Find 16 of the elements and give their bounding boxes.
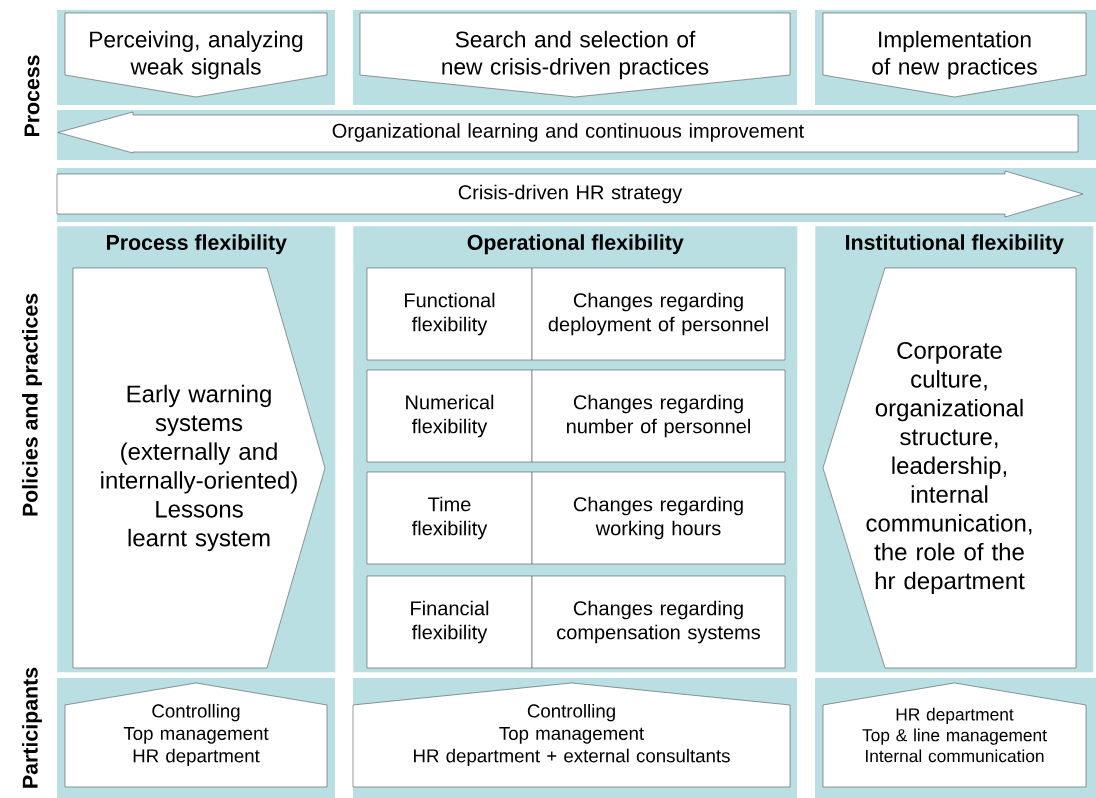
row-label: Policies and practices: [22, 293, 42, 516]
row-label: Process: [24, 55, 40, 137]
pentagon-box: Corporate culture, organizational structure, leadership, internal communication, the role of the hr department: [822, 267, 1077, 669]
table-cell: Changes regarding working hours: [531, 471, 786, 565]
table-cell: Time flexibility: [366, 471, 533, 565]
table-cell: Financial flexibility: [366, 575, 533, 669]
row-label: Participants: [22, 667, 42, 788]
pentagon-box: Implementation of new practices: [822, 12, 1087, 98]
pentagon-box: Perceiving, analyzing weak signals: [64, 12, 328, 98]
table-cell: Functional flexibility: [366, 267, 533, 361]
table-cell: Changes regarding compensation systems: [531, 575, 786, 669]
pentagon-box: Search and selection of new crisis-driven practices: [359, 12, 791, 98]
table-cell: Numerical flexibility: [366, 369, 533, 463]
table-cell: Changes regarding number of personnel: [531, 369, 786, 463]
table-cell: Changes regarding deployment of personnel: [531, 267, 786, 361]
pentagon-box: Early warning systems (externally and internally-oriented) Lessons learnt system: [72, 267, 326, 669]
